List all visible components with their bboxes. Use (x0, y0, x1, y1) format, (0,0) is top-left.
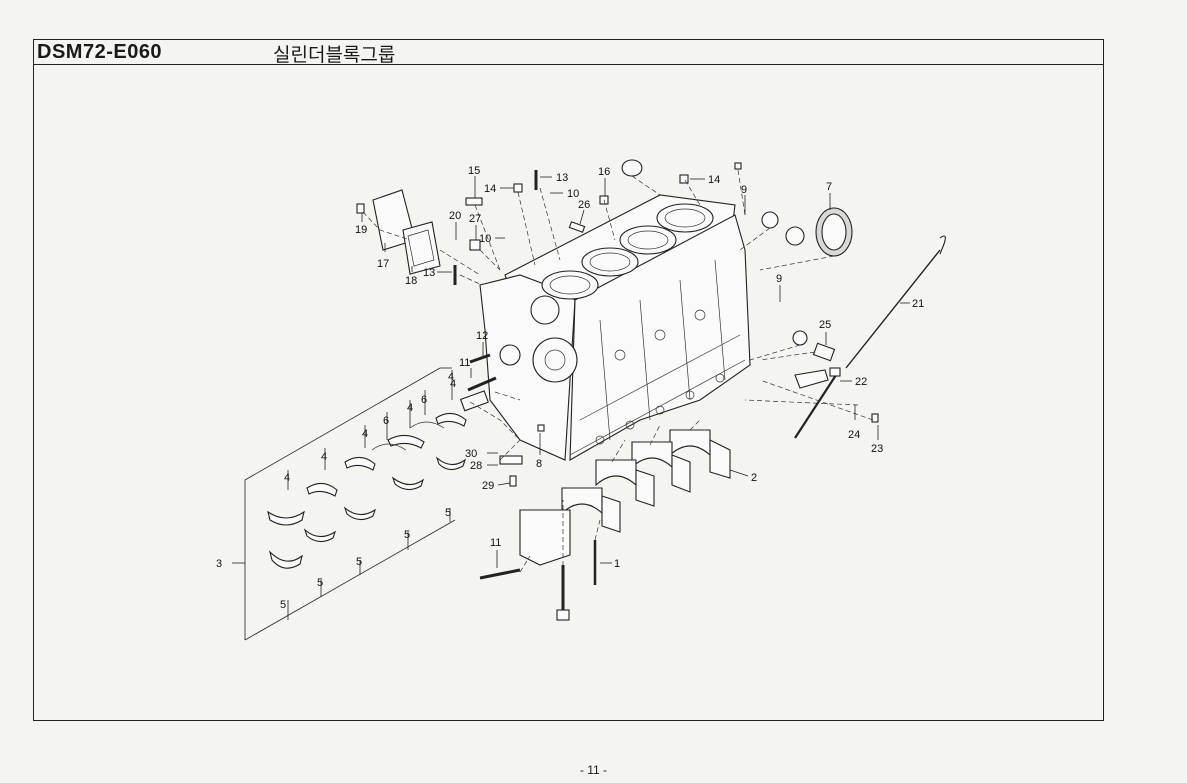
callout-6: 6 (421, 394, 427, 406)
leader-lines (232, 176, 910, 641)
callout-3: 3 (216, 558, 222, 570)
callout-5: 5 (317, 577, 323, 589)
callout-10: 10 (479, 233, 491, 245)
callout-11: 11 (490, 537, 501, 549)
callout-5: 5 (445, 507, 451, 519)
bolts-and-pins (356, 162, 879, 621)
drawing-frame: DSM72-E060 실린더블록그룹 (33, 39, 1104, 721)
callout-13: 13 (423, 267, 435, 279)
callout-14: 14 (484, 183, 496, 195)
assembly-lines (362, 169, 874, 573)
callout-19: 19 (355, 224, 367, 236)
callout-17: 17 (377, 258, 389, 270)
callout-16: 16 (598, 166, 610, 178)
callout-23: 23 (871, 443, 883, 455)
page-number: - 11 - (579, 763, 608, 777)
callout-29: 29 (482, 480, 494, 492)
callout-18: 18 (405, 275, 417, 287)
title-block: DSM72-E060 실린더블록그룹 (34, 40, 1103, 66)
callout-8: 8 (536, 458, 542, 470)
callout-4: 4 (450, 378, 456, 390)
callout-10: 10 (567, 188, 579, 200)
page-title: 실린더블록그룹 (273, 44, 396, 66)
callout-9: 9 (776, 273, 782, 285)
callout-1: 1 (614, 558, 620, 570)
oil-dipstick (794, 235, 946, 439)
callout-30: 30 (465, 448, 477, 460)
callout-25: 25 (819, 319, 831, 331)
callout-12: 12 (476, 330, 488, 342)
page-code: DSM72-E060 (37, 41, 163, 63)
main-bearing-caps (519, 429, 731, 566)
rear-cover-plate (372, 189, 441, 275)
callout-labels: 15 13 16 14 10 14 9 7 26 19 20 27 10 17 … (216, 165, 924, 611)
callout-14: 14 (708, 174, 720, 186)
callout-5: 5 (404, 529, 410, 541)
callout-22: 22 (855, 376, 867, 388)
callout-24: 24 (848, 429, 860, 441)
callout-6: 6 (383, 415, 389, 427)
callout-20: 20 (449, 210, 461, 222)
callout-9: 9 (741, 184, 747, 196)
callout-4: 4 (448, 371, 454, 383)
callout-4: 4 (407, 402, 413, 414)
bearing-shells (267, 412, 467, 569)
callout-4: 4 (321, 451, 327, 463)
cylinder-block (479, 194, 751, 461)
callout-5: 5 (356, 556, 362, 568)
callout-13: 13 (556, 172, 568, 184)
callout-7: 7 (826, 181, 832, 193)
callout-11: 11 (459, 357, 470, 369)
callout-28: 28 (470, 460, 482, 472)
callout-26: 26 (578, 199, 590, 211)
callout-21: 21 (912, 298, 924, 310)
callout-4: 4 (362, 428, 368, 440)
rear-oil-seal (815, 207, 853, 257)
callout-4: 4 (284, 472, 290, 484)
callout-27: 27 (469, 213, 481, 225)
callout-2: 2 (751, 472, 757, 484)
callout-15: 15 (468, 165, 480, 177)
callout-5: 5 (280, 599, 286, 611)
